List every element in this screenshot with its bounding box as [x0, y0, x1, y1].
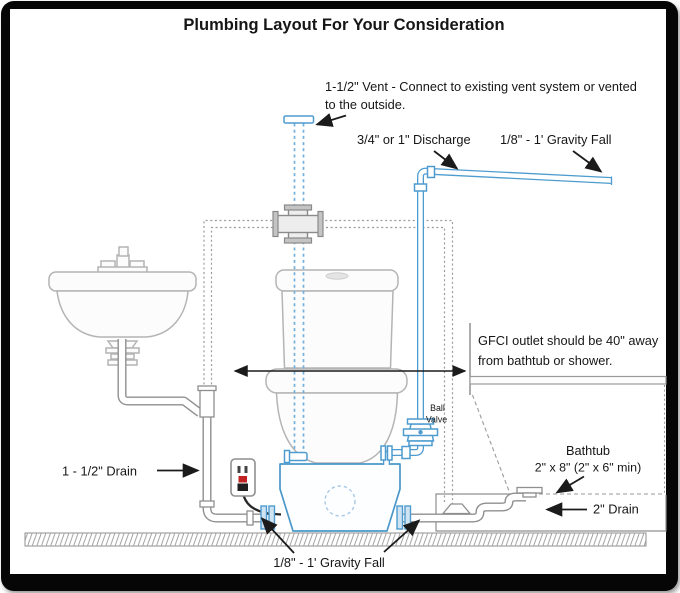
pump-vent-port [287, 451, 308, 462]
bathtub-label-arrow [555, 475, 585, 494]
discharge-coupling [401, 445, 411, 460]
gravity-bottom-left-arrow [260, 517, 295, 554]
bathtub-rim [469, 375, 667, 385]
gravity-fall-top-label: 1/8" - 1' Gravity Fall [500, 132, 612, 147]
tub-drain-flange [516, 486, 543, 494]
outlet-plug [237, 483, 248, 491]
vent-cap [283, 115, 315, 124]
vent-cross-fitting [272, 204, 324, 244]
vent-label-line2: to the outside. [325, 97, 405, 112]
pump-vent-flange [283, 449, 291, 464]
annotation-arrows [157, 113, 603, 554]
ball-valve [402, 418, 439, 447]
pump-body [279, 463, 401, 532]
macerating-pump [260, 449, 412, 532]
gfci-label-line1: GFCI outlet should be 40" away [478, 333, 659, 348]
discharge-pipe [380, 165, 613, 465]
gravity-top-label-arrow [572, 150, 603, 173]
bathtub-platform [435, 493, 667, 532]
pump-discharge-flange [386, 445, 393, 461]
gravity-fall-bottom-label: 1/8" - 1' Gravity Fall [273, 555, 385, 570]
discharge-label: 3/4" or 1" Discharge [357, 132, 471, 147]
vent-label-line1: 1-1/2" Vent - Connect to existing vent s… [325, 79, 637, 94]
bathtub [435, 323, 667, 532]
sanitary-tee-flange [197, 385, 217, 392]
vent-pipe [283, 115, 315, 452]
existing-vent-dashed-line [203, 219, 454, 504]
valve-top-flange [406, 418, 435, 425]
outlet-reset-button [238, 476, 247, 483]
sanitary-tee [199, 386, 215, 418]
outlet-slot [244, 466, 248, 473]
valve-bottom-flange [408, 440, 433, 447]
discharge-coupling [413, 183, 428, 192]
macerator-blade-circle [324, 485, 356, 517]
pump-outlet-flange [396, 505, 404, 530]
faucet-top [118, 246, 129, 257]
ball-valve-label-line1: Ball [430, 403, 445, 413]
floor-hatch [24, 532, 647, 547]
toilet [265, 269, 408, 464]
ball-valve-label-line2: Valve [426, 415, 447, 425]
page-title: Plumbing Layout For Your Consideration [183, 16, 504, 34]
coupling-horizontal [246, 510, 254, 526]
sink-rim [48, 271, 197, 292]
toilet-seat [265, 368, 408, 394]
bathtub-label: Bathtub [566, 443, 610, 458]
toilet-tank [281, 290, 394, 369]
discharge-label-arrow [433, 150, 459, 170]
pump-inlet-flange [268, 505, 276, 530]
pump-inlet-flange [260, 505, 268, 530]
gravity-bottom-right-arrow [383, 519, 421, 553]
coupling-vertical [199, 500, 215, 508]
gfci-outlet [230, 458, 256, 497]
discharge-coupling [426, 165, 436, 179]
pump-outlet-flange [404, 505, 412, 530]
drain-1-5in-label: 1 - 1/2" Drain [62, 464, 137, 479]
flush-button [325, 272, 349, 280]
outlet-slot [237, 466, 241, 473]
tub-drain-wye [441, 503, 472, 515]
drain-pipes [117, 339, 543, 526]
vent-label-arrow [315, 113, 347, 127]
drain-2in-label: 2" Drain [593, 502, 639, 517]
gfci-label-line2: from bathtub or shower. [478, 353, 612, 368]
valve-center [418, 430, 423, 435]
tub-drain-guide-dash [471, 394, 510, 492]
pump-discharge-flange [380, 445, 387, 461]
tub-drain-stem [522, 492, 537, 498]
sink-bowl [56, 290, 189, 338]
bathtub-size-label: 2" x 8" (2" x 6" min) [535, 461, 641, 475]
toilet-bowl [275, 392, 399, 464]
